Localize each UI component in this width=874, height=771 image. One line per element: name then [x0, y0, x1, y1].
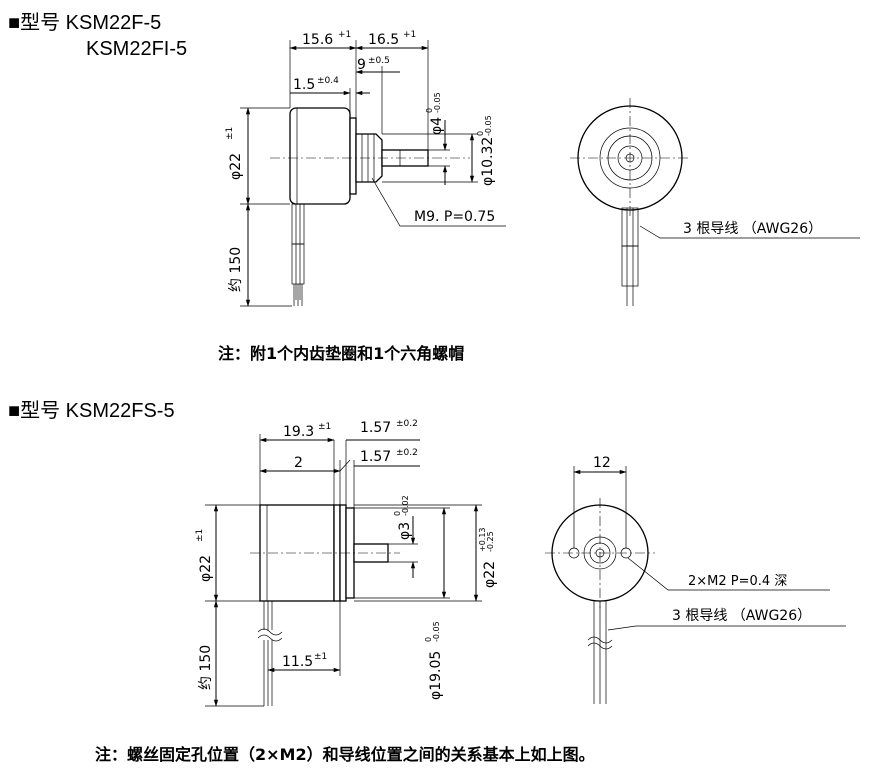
s1-shaft-len-label: 9 [357, 57, 366, 73]
s1-flange-label: 1.5 [293, 77, 315, 93]
s2-wires-label: 3 根导线 （AWG26） [672, 608, 811, 624]
s2-lead-label: 约 150 [198, 645, 214, 690]
s1-wires-label: 3 根导线 （AWG26） [683, 221, 822, 237]
s2-wire-pos-label: 11.5 [282, 654, 313, 670]
section2-title: ■型号 KSM22FS-5 [8, 400, 175, 422]
s2-len1-label: 19.3 [283, 424, 314, 440]
s2-holes-label: 2×M2 P=0.4 深 [688, 574, 787, 589]
s2-shaft-tol-bot: -0.02 [401, 495, 410, 516]
s1-len2-tol: +1 [403, 30, 416, 40]
s1-shaft-dia-tol-bot: -0.05 [433, 92, 442, 113]
encoder-body [289, 107, 351, 205]
s1-bush-dia-label: φ10.32 [480, 137, 496, 186]
s1-len1-tol: +1 [338, 30, 351, 40]
s2-flange-dia-label: φ22 [482, 561, 498, 588]
s2-body-tol: ±1 [195, 529, 205, 542]
section1-title-line2: KSM22FI-5 [86, 38, 188, 60]
s2-flange-tol-top: +0.13 [478, 527, 487, 552]
s1-body-tol: ±1 [225, 127, 235, 140]
section1-title-line1: ■型号 KSM22F-5 [8, 12, 162, 34]
s1-thread-label: M9. P=0.75 [414, 209, 495, 225]
s1-shaft-dia-label: φ4 [429, 117, 445, 135]
s2-step-label: 2 [294, 455, 303, 471]
s2-flange2-tol: ±0.2 [396, 448, 418, 458]
s2-flange1-tol: ±0.2 [396, 419, 418, 429]
s2-shaft-dia-label: φ3 [397, 522, 413, 540]
s1-flange-tol: ±0.4 [317, 76, 339, 86]
s2-body-dia-label: φ22 [198, 555, 214, 582]
section2-front-view [545, 466, 846, 704]
s1-len1-label: 15.6 [302, 32, 333, 48]
s1-lead-label: 约 150 [228, 247, 244, 292]
encoder-flange [349, 117, 357, 195]
s1-bush-tol-bot: -0.05 [484, 115, 493, 136]
s2-hub-tol-top: 0 [424, 637, 433, 642]
section1-side-view [240, 40, 506, 307]
s2-len1-tol: ±1 [318, 422, 331, 432]
s2-shaft-tol-top: 0 [393, 511, 402, 516]
s1-shaft-len-tol: ±0.5 [368, 56, 390, 66]
s1-bush-tol-top: 0 [476, 131, 485, 136]
lead-wires [291, 203, 305, 306]
s2-flange-tol-bot: -0.25 [486, 531, 495, 552]
s2-hub-tol-bot: -0.05 [432, 621, 441, 642]
section2-side-view [205, 434, 482, 707]
section1-front-view [570, 98, 860, 306]
s2-flange1-label: 1.57 [360, 420, 391, 436]
s1-shaft-dia-tol-top: 0 [425, 108, 434, 113]
s1-body-dia-label: φ22 [228, 153, 244, 180]
section1-note: 注：附1个内齿垫圈和1个六角螺帽 [218, 344, 465, 363]
s1-len2-label: 16.5 [368, 32, 399, 48]
s2-wire-pos-tol: ±1 [314, 652, 327, 662]
s2-hub-dia-label: φ19.05 [428, 651, 444, 700]
section2-note: 注：螺丝固定孔位置（2×M2）和导线位置之间的关系基本上如上图。 [95, 745, 595, 764]
s2-flange2-label: 1.57 [360, 449, 391, 465]
s2-hole-pitch-label: 12 [593, 455, 611, 471]
